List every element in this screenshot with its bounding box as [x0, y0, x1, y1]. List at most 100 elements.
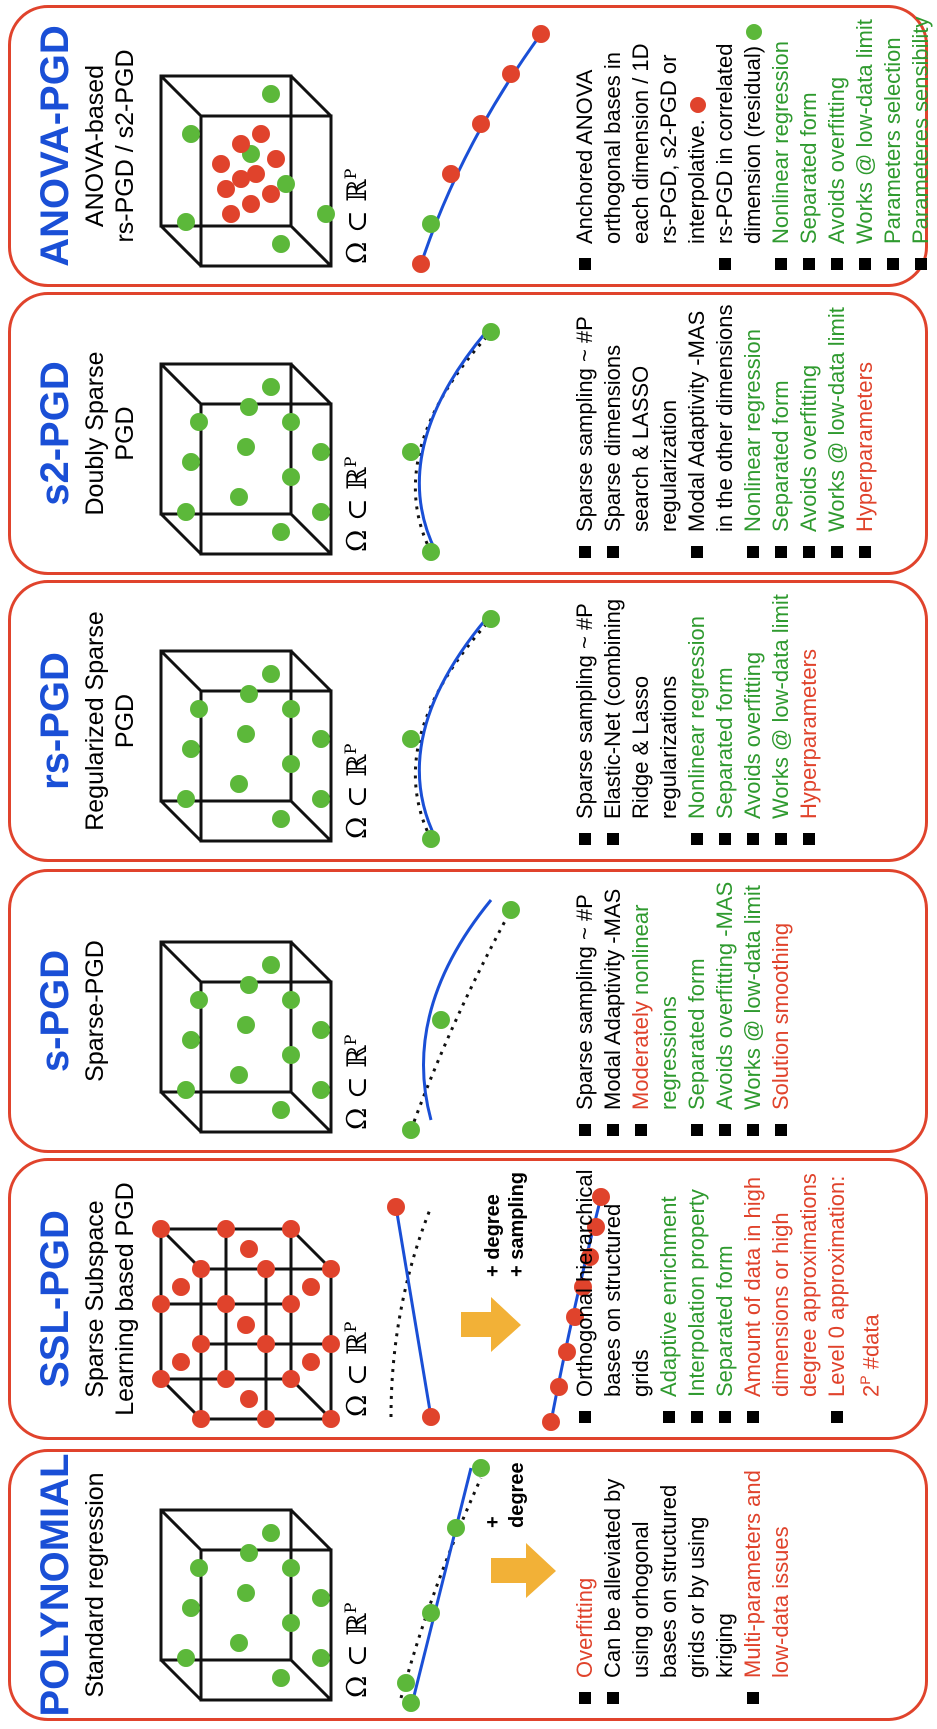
- bullet-item: Sparse dimensions search & LASSO regular…: [599, 301, 683, 560]
- data-point: [574, 1278, 592, 1296]
- bullet-list: Orthogonal hierarchical bases on structu…: [571, 1167, 885, 1425]
- bullet-square-icon: [691, 1411, 703, 1423]
- bullet-square-icon: [747, 1411, 759, 1423]
- data-point: [387, 1198, 405, 1216]
- data-point: [182, 125, 200, 143]
- bullet-square-icon: [663, 1411, 675, 1423]
- data-point: [212, 155, 230, 173]
- data-point: [587, 1218, 605, 1236]
- cube-wireframe: [159, 649, 333, 843]
- bullet-item: Can be alleviated by using orhogonal bas…: [599, 1458, 739, 1706]
- data-point: [317, 205, 335, 223]
- bullet-square-icon: [915, 258, 927, 270]
- bullet-text: Nonlinear regression: [768, 41, 793, 244]
- bullet-item: Works @ low-data limit: [851, 14, 879, 272]
- bullet-item: Solution smoothing: [767, 878, 795, 1138]
- data-point: [222, 205, 240, 223]
- data-point: [302, 1353, 320, 1371]
- bullet-square-icon: [803, 258, 815, 270]
- data-point: [312, 1081, 330, 1099]
- arrow-label: + sampling: [506, 1171, 528, 1277]
- panel-subtitle: ANOVA-based: [81, 64, 109, 228]
- data-point: [282, 700, 300, 718]
- bullet-item: Separated form: [711, 1167, 739, 1425]
- panel-graphics: [159, 323, 500, 561]
- bullet-text: Anchored ANOVA orthogonal bases in each …: [572, 43, 709, 244]
- data-point: [282, 1046, 300, 1064]
- bullet-item: Sparse sampling ~ #P: [571, 301, 599, 560]
- cube-wireframe: [159, 362, 333, 556]
- data-point: [232, 170, 250, 188]
- bullet-text: Can be alleviated by using orhogonal bas…: [600, 1478, 737, 1678]
- bullet-text: Hyperparameters: [796, 649, 821, 819]
- data-point: [230, 775, 248, 793]
- data-point: [422, 1604, 440, 1622]
- data-point: [397, 1674, 415, 1692]
- data-point: [302, 1278, 320, 1296]
- data-point: [257, 1260, 275, 1278]
- bullet-text: Avoids overfitting: [824, 76, 849, 244]
- data-point: [412, 255, 430, 273]
- bullet-text: Sparse sampling ~ #P: [572, 603, 597, 819]
- domain-text: Ω ⊂ ℝ: [342, 1045, 373, 1130]
- arrow-label: degree: [506, 1462, 528, 1528]
- data-point: [532, 25, 550, 43]
- domain-text: Ω ⊂ ℝ: [342, 754, 373, 839]
- data-point: [312, 1589, 330, 1607]
- bullet-square-icon: [691, 833, 703, 845]
- data-point: [272, 523, 290, 541]
- data-point: [190, 413, 208, 431]
- bullet-list: Anchored ANOVA orthogonal bases in each …: [571, 14, 937, 272]
- data-point: [177, 1081, 195, 1099]
- panel-title: POLYNOMIAL: [33, 1453, 77, 1717]
- bullet-item: Avoids overfitting -MAS: [711, 878, 739, 1138]
- domain-label: Ω ⊂ ℝP: [341, 1035, 373, 1130]
- data-point: [240, 976, 258, 994]
- data-point: [442, 165, 460, 183]
- data-point: [230, 1066, 248, 1084]
- bullet-item: Adaptive enrichment: [655, 1167, 683, 1425]
- bullet-square-icon: [607, 833, 619, 845]
- data-point: [172, 1353, 190, 1371]
- bullet-text: Interpolation property: [684, 1189, 709, 1397]
- domain-label: Ω ⊂ ℝP: [341, 169, 373, 264]
- bullet-text: Adaptive enrichment: [656, 1196, 681, 1397]
- panel-subtitle: Doubly Sparse: [81, 351, 109, 516]
- data-point: [282, 1370, 300, 1388]
- bullet-text: Modal Adaptivity -MAS: [600, 888, 625, 1110]
- bullet-item: Level 0 approximation: 2P #data: [823, 1167, 885, 1425]
- bullet-item: Nonlinear regression: [739, 301, 767, 560]
- bullet-square-icon: [747, 1692, 759, 1704]
- bullet-text: Sparse sampling ~ #P: [572, 894, 597, 1110]
- data-point: [422, 1408, 440, 1426]
- bullet-item: rs-PGD in correlated dimension (residual…: [711, 14, 767, 272]
- data-point: [502, 65, 520, 83]
- bullet-square-icon: [747, 833, 759, 845]
- bullet-text: Avoids overfitting -MAS: [712, 881, 737, 1110]
- bullet-text: Elastic-Net (combining Ridge & Lasso reg…: [600, 598, 681, 819]
- domain-superscript: P: [341, 1321, 360, 1333]
- panel-title: SSL-PGD: [33, 1210, 77, 1388]
- bullet-item: Separated form: [795, 14, 823, 272]
- bullet-square-icon: [579, 1124, 591, 1136]
- bullet-square-icon: [719, 1411, 731, 1423]
- data-point: [272, 235, 290, 253]
- data-point: [182, 1031, 200, 1049]
- data-point: [592, 1188, 610, 1206]
- bullet-text: Solution smoothing: [768, 922, 793, 1110]
- data-point: [240, 398, 258, 416]
- domain-label: Ω ⊂ ℝP: [341, 1603, 373, 1698]
- cube-wireframe: [159, 1508, 333, 1702]
- data-point: [432, 1011, 450, 1029]
- data-point: [482, 323, 500, 341]
- panel-title: s2-PGD: [33, 361, 77, 506]
- data-point: [272, 810, 290, 828]
- bullet-item: Multi-parameters and low-data issues: [739, 1458, 795, 1706]
- domain-text: Ω ⊂ ℝ: [342, 1613, 373, 1698]
- domain-text: Ω ⊂ ℝ: [342, 467, 373, 552]
- bullet-item: Separated form: [711, 589, 739, 847]
